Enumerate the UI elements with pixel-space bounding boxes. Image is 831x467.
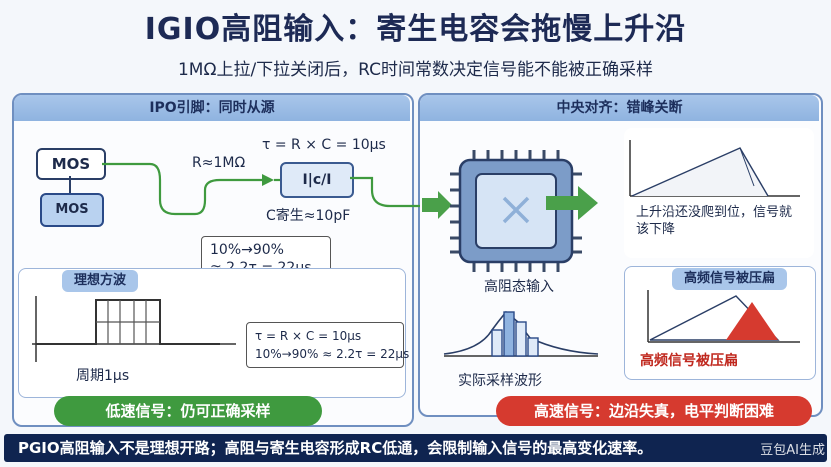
low-speed-banner: 低速信号：仍可正确采样 (54, 396, 322, 426)
rise-time-line1: 10%→90% (210, 242, 284, 258)
ideal-formula-line1: τ = R × C = 10μs (255, 329, 362, 343)
ideal-formula-box: τ = R × C = 10μs 10%→90% ≈ 2.2τ = 22μs (246, 322, 410, 368)
chip-caption: 高阻态输入 (484, 279, 554, 295)
watermark: 豆包AI生成 (760, 443, 825, 458)
left-panel-header: IPO引脚：同时从源 (14, 95, 410, 121)
page-title: IGIO高阻输入：寄生电容会拖慢上升沿 (144, 12, 687, 47)
page-subtitle: 1MΩ上拉/下拉关闭后，RC时间常数决定信号能不能被正确采样 (177, 60, 654, 80)
buffer-block: I|c/I (280, 162, 354, 198)
mos-top-block: MOS (36, 148, 106, 180)
mos-bottom-block: MOS (40, 193, 104, 227)
ideal-formula-line2: 10%→90% ≈ 2.2τ = 22μs (255, 347, 410, 361)
sample-caption: 实际采样波形 (458, 373, 542, 389)
ideal-wave-header: 理想方波 (62, 270, 139, 292)
right-panel-header: 中央对齐：错峰关断 (420, 95, 819, 121)
rise-graph-label: 上升沿还没爬到位，信号就该下降 (636, 204, 796, 238)
mos-bottom-label: MOS (55, 202, 89, 217)
mos-top-label: MOS (51, 155, 91, 173)
footer-note: PGIO高阻输入不是理想开路；高阻与寄生电容形成RC低通，会限制输入信号的最高变… (4, 434, 827, 462)
hf-header: 高频信号被压扁 (672, 268, 788, 290)
resistor-label: R≈1MΩ (192, 155, 246, 171)
rise-graph-box (624, 128, 814, 258)
period-label: 周期1μs (76, 368, 130, 384)
buffer-label: I|c/I (302, 172, 332, 188)
parasitic-cap-label: C寄生≈10pF (266, 208, 351, 224)
high-speed-banner: 高速信号：边沿失真，电平判断困难 (496, 396, 812, 426)
tau-formula-label: τ = R × C = 10μs (262, 137, 386, 153)
hf-caption: 高频信号被压扁 (640, 353, 738, 369)
rise-graph-label-text: 上升沿还没爬到位，信号就该下降 (636, 205, 793, 237)
